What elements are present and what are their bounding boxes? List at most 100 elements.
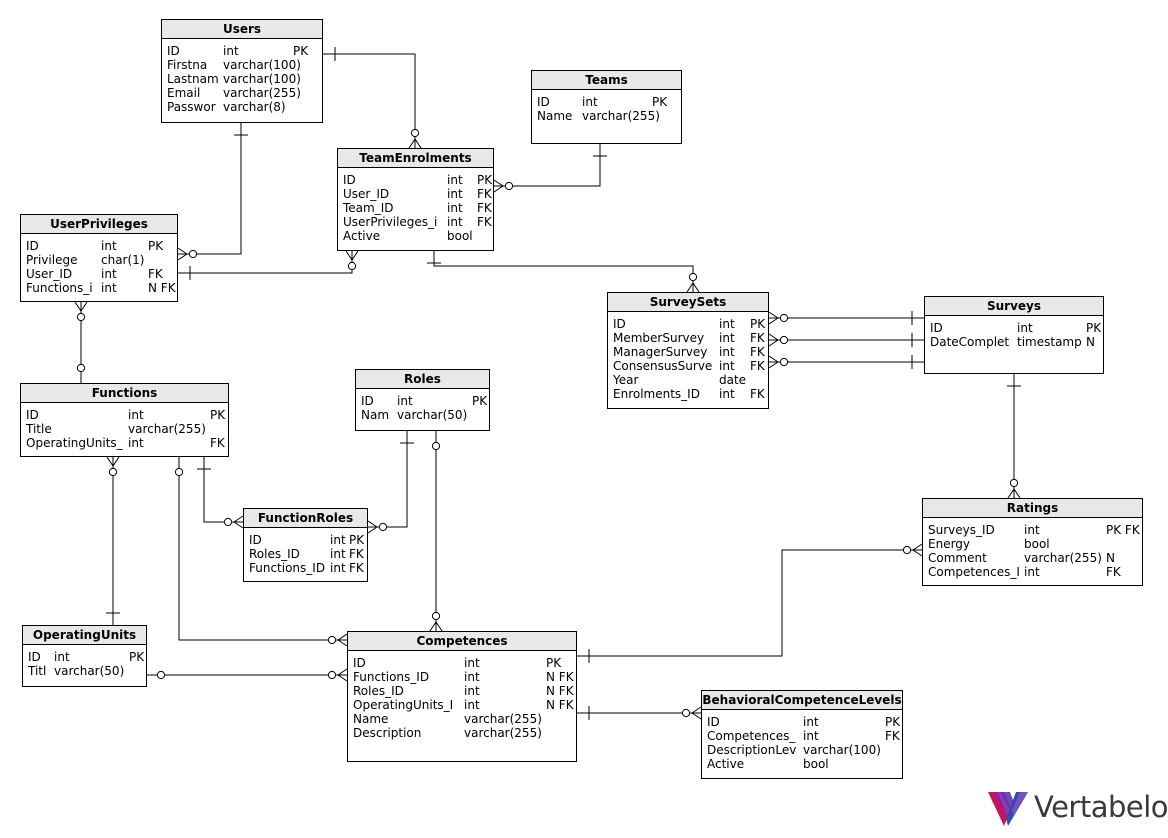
crows-foot-marker [912,549,923,557]
crows-foot-marker [692,282,700,293]
column-row[interactable]: Titl varchar(50) [23,664,146,678]
crows-foot-marker [74,301,82,312]
crows-foot-marker [233,515,244,523]
column-keys: N FK [546,670,574,684]
column-name: Functions_ID [249,561,326,575]
cardinality-zero-marker [431,441,441,451]
column-name: Description [353,726,422,740]
column-name: Passwor [167,100,216,114]
crows-foot-marker [686,282,694,293]
crows-foot-marker [345,250,353,261]
cardinality-zero-marker [1009,478,1019,488]
crows-foot-marker [691,712,702,720]
column-keys: FK [1106,565,1121,579]
column-type: varchar(255) [464,712,542,726]
column-type: varchar(255) [223,86,301,100]
cardinality-zero-marker [174,467,184,477]
crows-foot-marker [768,333,779,341]
entity-title: Functions [21,384,228,403]
crows-foot-marker [112,456,120,467]
column-name: Titl [28,664,47,678]
column-type: int [330,547,346,561]
column-type: int [447,187,463,201]
crows-foot-marker [106,456,114,467]
column-name: MemberSurvey [613,331,705,345]
column-type: int [447,215,463,229]
column-type: int [464,670,480,684]
rel-userprivileges-teamenrolments [178,251,353,274]
column-type: varchar(50) [54,664,125,678]
column-type: int [719,331,735,345]
column-name: ID [26,239,39,253]
crows-foot-marker [367,526,378,534]
crows-foot-marker [768,355,779,363]
column-name: ID [707,715,720,729]
vertabelo-logo-icon [988,792,1028,826]
column-type: varchar(255) [128,422,206,436]
column-type: int [447,201,463,215]
column-type: int [803,715,819,729]
